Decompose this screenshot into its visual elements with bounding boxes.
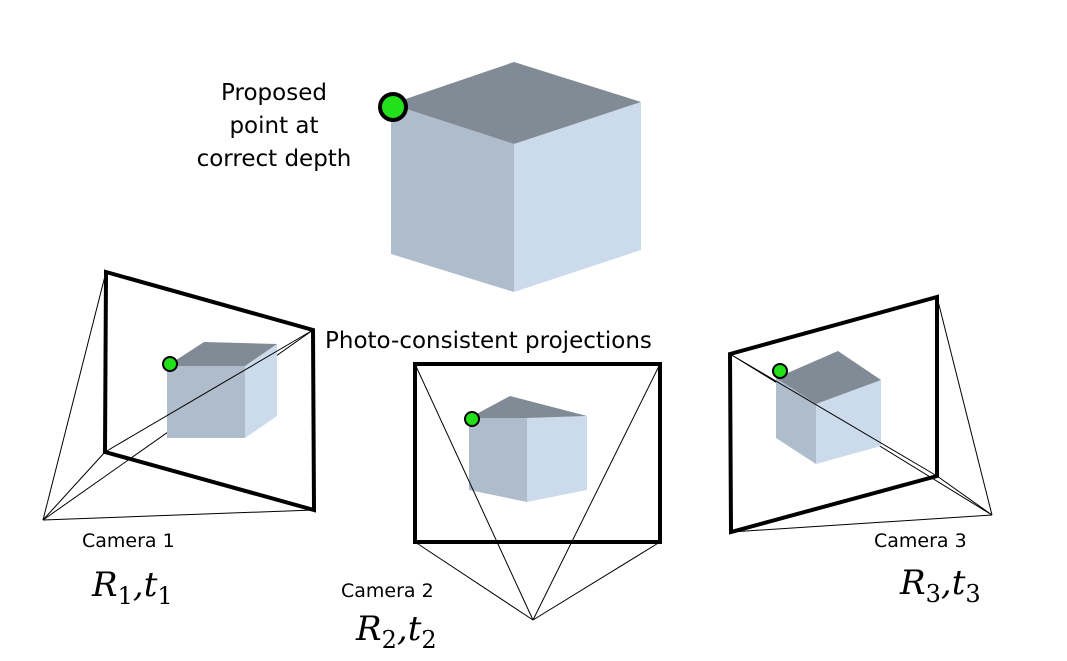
proposed-point-label-line-3: correct depth: [196, 146, 352, 172]
camera-1-cube-top-face: [167, 342, 277, 366]
camera-1-cube-left-face: [167, 366, 245, 438]
camera-3-ray-over-cube: [729, 353, 938, 477]
camera-3-rotation-subscript: 3: [925, 580, 941, 608]
camera-3: [727, 294, 993, 535]
main-cube-left-face: [391, 104, 514, 292]
main-cube-right-face: [514, 102, 641, 292]
camera-3-translation-symbol: t: [951, 563, 966, 603]
main-cube: [391, 62, 641, 292]
camera-2-frustum-rays: [414, 363, 661, 621]
camera-2-cube-top-face: [469, 396, 587, 418]
camera-2-rotation-symbol: R: [356, 609, 382, 649]
camera-2-image-plane: [413, 362, 662, 544]
camera-1-pose-label: R1,t1: [92, 565, 173, 610]
camera-3-pose-label: R3,t3: [900, 563, 981, 608]
camera-1-rotation-subscript: 1: [117, 582, 133, 610]
main-cube-top-face: [391, 62, 641, 144]
camera-2-projected-cube: [469, 396, 587, 502]
camera-2-translation-symbol: t: [407, 609, 422, 649]
camera-2-cube-left-face: [469, 418, 527, 502]
camera-2: [413, 362, 662, 621]
camera-1-projected-cube: [167, 342, 277, 438]
camera-2-rotation-subscript: 2: [381, 626, 397, 654]
camera-2-label: Camera 2: [341, 580, 434, 602]
camera-1-translation-symbol: t: [143, 565, 158, 605]
camera-1-label: Camera 1: [82, 530, 175, 552]
photo-consistent-projections-label: Photo-consistent projections: [325, 328, 652, 354]
camera-2-pose-label: R2,t2: [356, 609, 437, 654]
camera-2-cube-right-face: [527, 416, 587, 502]
camera-3-cube-right-face: [816, 380, 881, 464]
camera-2-projected-point: [464, 411, 480, 427]
camera-3-projected-cube: [776, 351, 881, 464]
camera-1-cube-right-face: [245, 344, 277, 438]
camera-1-translation-subscript: 1: [157, 582, 173, 610]
camera-1-rotation-symbol: R: [92, 565, 118, 605]
camera-3-projected-point: [772, 363, 788, 379]
camera-3-cube-top-face: [776, 351, 881, 404]
camera-1: [42, 269, 317, 521]
camera-1-ray-over-cube: [104, 329, 314, 453]
camera-2-translation-subscript: 2: [421, 626, 437, 654]
proposed-point-label-line-1: Proposed: [221, 80, 327, 106]
camera-3-cube-left-face: [776, 378, 816, 464]
camera-3-label: Camera 3: [874, 530, 967, 552]
camera-3-rotation-symbol: R: [900, 563, 926, 603]
proposed-point-label-line-2: point at: [229, 113, 319, 139]
proposed-point-label: Proposed point at correct depth: [192, 77, 356, 176]
camera-1-projected-point: [162, 356, 178, 372]
proposed-point-marker: [378, 92, 408, 122]
camera-3-translation-subscript: 3: [965, 580, 981, 608]
